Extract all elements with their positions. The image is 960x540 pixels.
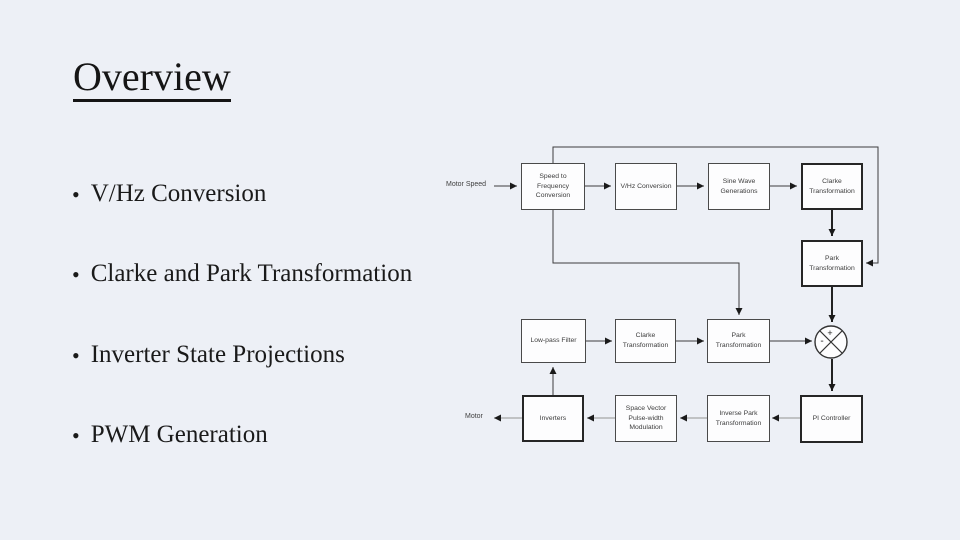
bullet-item-clarke-park: • Clarke and Park Transformation (72, 260, 412, 290)
node-park-transformation-right: Park Transformation (801, 240, 863, 287)
node-inverters: Inverters (522, 395, 584, 442)
bullet-dot: • (72, 182, 80, 207)
label-motor: Motor (465, 413, 483, 420)
node-pi-controller: PI Controller (800, 395, 863, 443)
bullet-text: Inverter State Projections (90, 341, 345, 368)
bullet-text: Clarke and Park Transformation (90, 260, 413, 287)
edge-speedfreq-bottom-route-to-parkmid (552, 210, 743, 315)
summing-junction: + - (814, 325, 848, 359)
bullet-item-vhz-conversion: • V/Hz Conversion (72, 180, 266, 210)
page-title: Overview (73, 57, 231, 102)
node-park-transformation-mid: Park Transformation (707, 319, 770, 363)
bullet-item-pwm-generation: • PWM Generation (72, 421, 268, 451)
node-inverse-park-transformation: Inverse Park Transformation (707, 395, 770, 442)
bullet-dot: • (72, 423, 80, 448)
node-speed-to-frequency-conversion: Speed to Frequency Conversion (521, 163, 585, 210)
bullet-dot: • (72, 343, 80, 368)
bullet-dot: • (72, 262, 80, 287)
node-low-pass-filter: Low-pass Filter (521, 319, 586, 363)
bullet-text: V/Hz Conversion (90, 180, 267, 207)
node-clarke-transformation-top: Clarke Transformation (801, 163, 863, 210)
node-clarke-transformation-mid: Clarke Transformation (615, 319, 676, 363)
node-vhz-conversion: V/Hz Conversion (615, 163, 677, 210)
node-sine-wave-generations: Sine Wave Generations (708, 163, 770, 210)
node-space-vector-pwm: Space Vector Pulse-width Modulation (615, 395, 677, 442)
bullet-item-inverter-state: • Inverter State Projections (72, 341, 345, 371)
bullet-text: PWM Generation (90, 421, 268, 448)
label-motor-speed: Motor Speed (446, 181, 487, 188)
summing-plus-sign: + (827, 328, 832, 338)
summing-minus-sign: - (820, 336, 823, 347)
